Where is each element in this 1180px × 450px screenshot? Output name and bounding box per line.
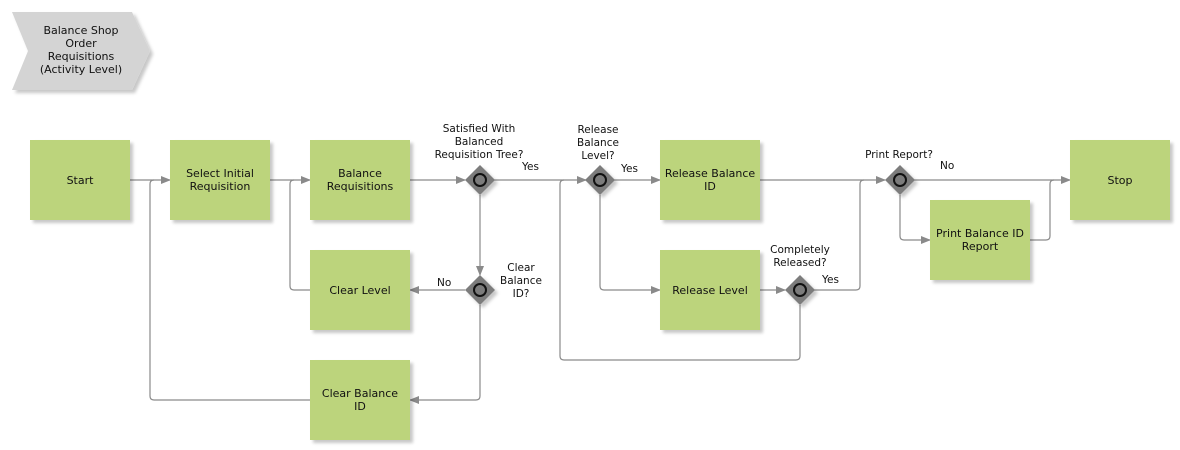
task-label: Balance Requisitions [326, 167, 394, 193]
edge-label-completely-yes: Yes [822, 274, 839, 286]
gateway-label-line: Satisfied With [442, 123, 516, 135]
flow-clear-level-loop [289, 179, 310, 291]
gateway-clear-balance-id-label: Clear Balance ID? [494, 262, 548, 301]
header-title-line: (Activity Level) [39, 63, 123, 76]
flow-clear-balance-loop [149, 179, 310, 401]
gateway-clear-balance-id [465, 275, 495, 305]
task-clear-level[interactable]: Clear Level [310, 250, 410, 330]
task-start[interactable]: Start [30, 140, 130, 220]
header-title-line: Balance Shop [43, 24, 119, 37]
task-release-level[interactable]: Release Level [660, 250, 760, 330]
gateway-label-line: Released? [773, 257, 827, 269]
gateway-label-line: Balance [500, 275, 542, 287]
gateway-print-report [885, 165, 915, 195]
gateway-label-line: ID? [512, 288, 530, 300]
gateway-label-line: Level? [581, 150, 615, 162]
task-label: Release Level [672, 283, 748, 297]
gateway-completely-released-label: Completely Released? [760, 244, 840, 270]
task-balance-requisitions[interactable]: Balance Requisitions [310, 140, 410, 220]
gateway-label-line: Print Report? [865, 149, 933, 161]
flow-completely-no [559, 179, 801, 361]
task-label: Stop [1107, 173, 1133, 187]
gateway-label-line: Completely [770, 244, 830, 256]
flow-release-no [599, 195, 661, 294]
gateway-label-line: Requisition Tree? [434, 149, 524, 161]
task-label: Print Balance ID Report [936, 227, 1024, 253]
task-label: Clear Level [329, 283, 391, 297]
gateway-satisfied [465, 165, 495, 195]
gateway-release-balance-level [585, 165, 615, 195]
task-label: Clear Balance ID [321, 387, 399, 413]
flow-report-to-stop [1030, 179, 1055, 241]
gateway-label-line: Balance [577, 137, 619, 149]
gateway-print-report-label: Print Report? [856, 149, 942, 162]
gateway-satisfied-label: Satisfied With Balanced Requisition Tree… [420, 123, 538, 162]
gateway-label-line: Balanced [454, 136, 504, 148]
gateway-release-balance-level-label: Release Balance Level? [568, 124, 628, 163]
edge-label-print-no: No [940, 160, 955, 172]
edge-label-clear-no: No [437, 277, 452, 289]
task-clear-balance-id[interactable]: Clear Balance ID [310, 360, 410, 440]
task-print-balance-id-report[interactable]: Print Balance ID Report [930, 200, 1030, 280]
header-chevron [12, 12, 150, 90]
gateway-completely-released [785, 275, 815, 305]
edge-label-release-yes: Yes [621, 163, 638, 175]
gateway-label-line: Release [577, 124, 619, 136]
flow-print-yes [899, 195, 931, 244]
task-release-balance-id[interactable]: Release Balance ID [660, 140, 760, 220]
edge-label-satisfied-yes: Yes [522, 161, 539, 173]
task-select-initial-requisition[interactable]: Select Initial Requisition [170, 140, 270, 220]
task-label: Select Initial Requisition [186, 167, 254, 193]
header-title: Balance Shop Order Requisitions (Activit… [12, 24, 150, 76]
task-stop[interactable]: Stop [1070, 140, 1170, 220]
header-title-line: Requisitions [47, 50, 115, 63]
flow-clear-yes [409, 305, 481, 404]
task-label: Start [66, 173, 94, 187]
task-label: Release Balance ID [664, 167, 756, 193]
header-title-line: Order [65, 37, 97, 50]
gateway-label-line: Clear [507, 262, 535, 274]
